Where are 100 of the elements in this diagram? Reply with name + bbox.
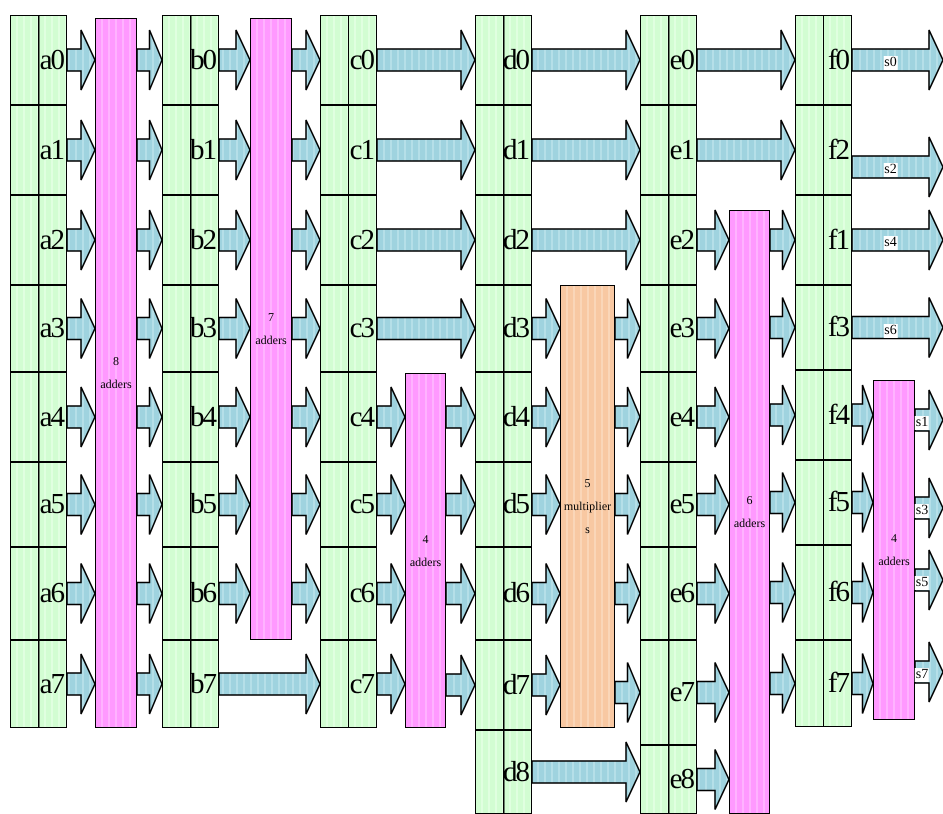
block-arrow — [851, 296, 943, 358]
block-arrow — [376, 209, 476, 271]
register-cell: d4 — [475, 372, 532, 462]
block-arrow — [66, 474, 96, 536]
block-arrow — [531, 298, 561, 360]
block-arrow — [376, 653, 406, 715]
block-arrow — [376, 386, 406, 448]
block-arrow — [291, 29, 321, 91]
block-arrow — [136, 119, 163, 181]
register-cell: e0 — [640, 15, 697, 105]
register-cell: a2 — [10, 195, 67, 285]
block-arrow — [531, 741, 641, 803]
block-arrow — [445, 562, 476, 624]
register-cell: d3 — [475, 285, 532, 372]
block-arrow — [531, 209, 641, 271]
register-cell: d5 — [475, 462, 532, 547]
edge-label: s5 — [914, 576, 930, 590]
multiplier-block: 5 multiplier s — [560, 285, 615, 728]
register-cell: e7 — [640, 640, 697, 745]
block-arrow — [376, 29, 476, 91]
adder-block: 7 adders — [250, 18, 292, 640]
register-cell: d1 — [475, 105, 532, 195]
register-cell: f0 — [795, 15, 852, 105]
block-arrow — [696, 119, 796, 181]
block-arrow — [136, 653, 163, 715]
block-arrow — [851, 209, 943, 271]
block-arrow — [769, 209, 796, 271]
block-arrow — [851, 652, 874, 714]
register-cell: f6 — [795, 545, 852, 640]
block-arrow — [531, 29, 641, 91]
block-arrow — [531, 386, 561, 448]
block-arrow — [218, 386, 251, 448]
block-arrow — [66, 119, 96, 181]
block-arrow — [696, 562, 730, 624]
block-arrow — [769, 296, 796, 358]
block-arrow — [531, 562, 561, 624]
edge-label: s3 — [914, 504, 930, 518]
register-cell: a4 — [10, 372, 67, 462]
block-arrow — [851, 384, 874, 446]
register-cell: c5 — [320, 462, 377, 547]
block-arrow — [851, 29, 943, 91]
register-cell: d0 — [475, 15, 532, 105]
register-cell: c2 — [320, 195, 377, 285]
block-arrow — [769, 652, 796, 714]
block-arrow — [218, 653, 321, 715]
block-arrow — [291, 119, 321, 181]
register-cell: c3 — [320, 285, 377, 372]
block-arrow — [66, 562, 96, 624]
register-cell: f4 — [795, 370, 852, 460]
block-arrow — [376, 474, 406, 536]
register-cell: a6 — [10, 547, 67, 640]
block-arrow — [851, 472, 874, 534]
block-arrow — [696, 386, 730, 448]
block-arrow — [696, 748, 730, 810]
register-cell: c1 — [320, 105, 377, 195]
block-arrow — [136, 298, 163, 360]
register-cell: a3 — [10, 285, 67, 372]
block-arrow — [66, 209, 96, 271]
register-cell: a5 — [10, 462, 67, 547]
block-arrow — [445, 654, 476, 716]
register-cell: d8 — [475, 730, 532, 814]
block-arrow — [769, 562, 796, 624]
block-arrow — [218, 29, 251, 91]
register-cell: b4 — [162, 372, 219, 462]
block-arrow — [851, 136, 943, 198]
block-arrow — [218, 119, 251, 181]
block-arrow — [376, 298, 476, 360]
block-arrow — [445, 474, 476, 536]
block-arrow — [291, 298, 321, 360]
register-cell: b6 — [162, 547, 219, 640]
register-cell: f3 — [795, 285, 852, 370]
block-arrow — [66, 386, 96, 448]
register-cell: e3 — [640, 285, 697, 372]
block-arrow — [614, 386, 641, 448]
block-arrow — [376, 119, 476, 181]
block-arrow — [769, 384, 796, 446]
register-cell: e1 — [640, 105, 697, 195]
block-arrow — [696, 29, 796, 91]
block-arrow — [66, 29, 96, 91]
block-arrow — [531, 654, 561, 716]
adder-block: 4 adders — [873, 380, 915, 720]
register-cell: b3 — [162, 285, 219, 372]
block-arrow — [851, 562, 874, 624]
register-cell: d6 — [475, 547, 532, 640]
block-arrow — [291, 562, 321, 624]
register-cell: e8 — [640, 745, 697, 814]
block-arrow — [614, 662, 641, 724]
register-cell: a0 — [10, 15, 67, 105]
adder-block: 8 adders — [95, 18, 137, 728]
block-arrow — [136, 209, 163, 271]
register-cell: e4 — [640, 372, 697, 462]
block-arrow — [769, 472, 796, 534]
block-arrow — [614, 298, 641, 360]
register-cell: f1 — [795, 195, 852, 285]
register-cell: d2 — [475, 195, 532, 285]
edge-label: s2 — [883, 163, 898, 177]
block-arrow — [136, 562, 163, 624]
register-cell: b2 — [162, 195, 219, 285]
edge-label: s4 — [883, 236, 898, 250]
block-arrow — [696, 298, 730, 360]
